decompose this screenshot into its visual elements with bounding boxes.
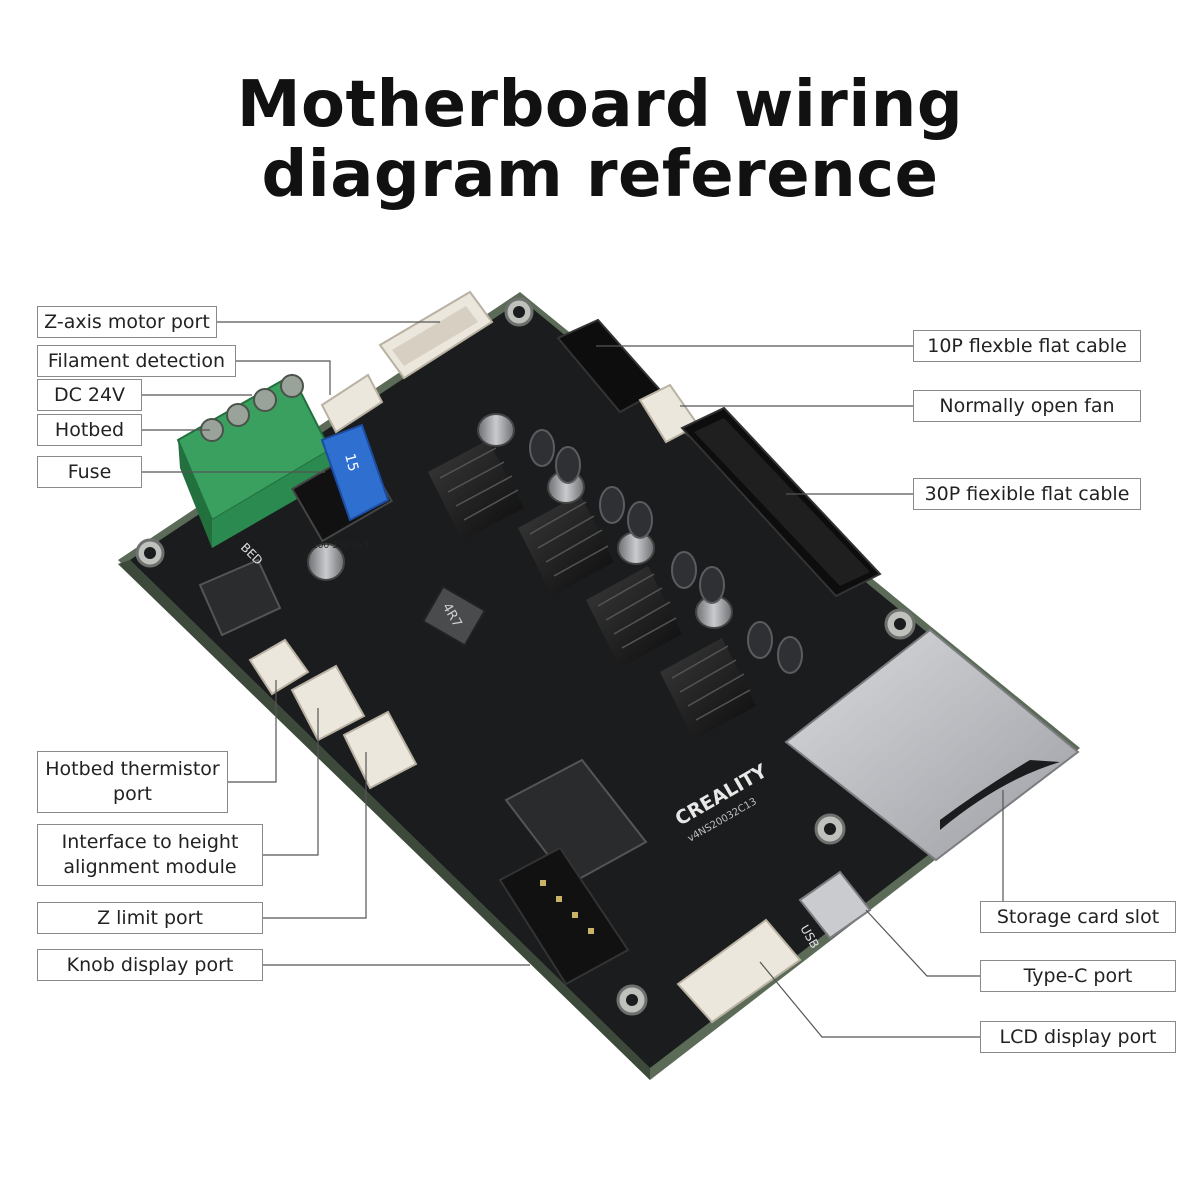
mounting-holes <box>135 297 916 1016</box>
capacitors <box>307 413 733 629</box>
label-hotbed-thermistor-port: Hotbed thermistor port <box>37 751 228 813</box>
page-title: Motherboard wiring diagram reference <box>0 70 1200 210</box>
label-z-limit-port: Z limit port <box>37 902 263 934</box>
power-inductor: 4R7 <box>421 585 487 647</box>
label-ffc-30p: 30P fiexible flat cable <box>913 478 1141 510</box>
capacitor-label: 100 35V RVT <box>312 541 370 551</box>
label-normally-open-fan: Normally open fan <box>913 390 1141 422</box>
label-storage-card-slot: Storage card slot <box>980 901 1176 933</box>
heatsinks <box>428 440 756 740</box>
label-height-alignment-interface: Interface to height alignment module <box>37 824 263 886</box>
ffc-30p-connector <box>680 406 882 598</box>
fuse-component: 15 <box>290 423 394 543</box>
lcd-display-connector <box>676 918 802 1024</box>
filament-detection-connector <box>320 373 384 434</box>
inductors <box>529 429 803 674</box>
label-hotbed-thermistor-line-2: port <box>113 783 152 805</box>
label-dc-24v: DC 24V <box>37 379 142 411</box>
title-line-2: diagram reference <box>261 138 939 212</box>
fuse-rating-text: 15 <box>341 452 361 473</box>
label-lcd-display-port: LCD display port <box>980 1021 1176 1053</box>
label-fuse: Fuse <box>37 456 142 488</box>
label-type-c-port: Type-C port <box>980 960 1176 992</box>
title-line-1: Motherboard wiring <box>236 68 964 142</box>
label-hotbed: Hotbed <box>37 414 142 446</box>
label-hotbed-thermistor-line-1: Hotbed thermistor <box>45 758 220 780</box>
knob-display-connector <box>498 846 630 986</box>
label-height-alignment-line-1: Interface to height <box>61 831 239 853</box>
voltage-regulator <box>198 558 282 637</box>
label-z-axis-motor-port: Z-axis motor port <box>37 306 217 338</box>
label-height-alignment-line-2: alignment module <box>63 856 237 878</box>
label-filament-detection: Filament detection <box>37 345 236 377</box>
label-ffc-10p: 10P flexble flat cable <box>913 330 1141 362</box>
z-motor-connector <box>378 290 494 380</box>
label-knob-display-port: Knob display port <box>37 949 263 981</box>
sd-card-slot <box>784 628 1080 862</box>
